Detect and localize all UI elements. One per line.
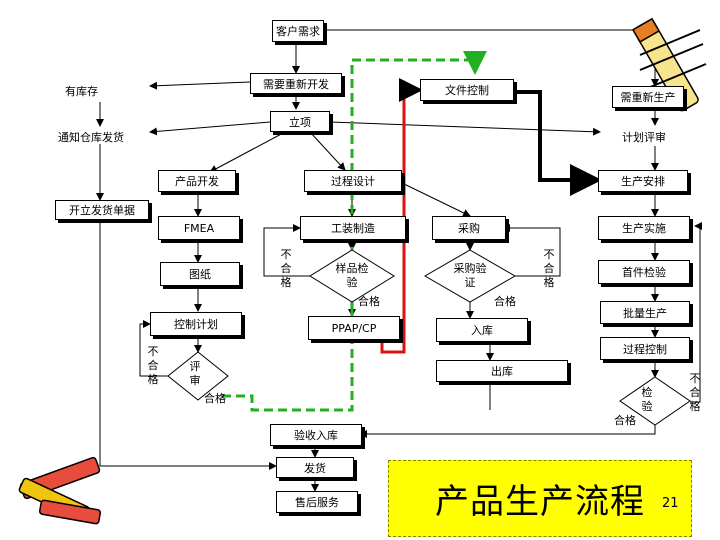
inspection-text: 检验 <box>641 386 653 413</box>
process-control-box: 过程控制 <box>600 337 690 360</box>
accept-warehouse-box: 验收入库 <box>270 424 362 446</box>
pass-label-inspection: 合格 <box>614 414 636 427</box>
after-sales-box: 售后服务 <box>276 491 358 513</box>
review-diamond <box>167 351 229 401</box>
fail-label-sample: 不合格 <box>280 248 292 289</box>
diagram-title: 产品生产流程 <box>435 482 645 522</box>
pass-label-review: 合格 <box>204 392 226 405</box>
notify-warehouse-label: 通知仓库发货 <box>58 131 124 144</box>
fail-label-review: 不合格 <box>147 345 159 386</box>
process-design-box: 过程设计 <box>304 170 402 192</box>
need-new-production-box: 需重新生产 <box>612 86 684 108</box>
fmea-box: FMEA <box>158 216 240 240</box>
production-exec-box: 生产实施 <box>598 216 690 240</box>
need-redevelop-box: 需要重新开发 <box>250 73 342 94</box>
title-banner: 产品生产流程 <box>388 460 692 537</box>
first-article-box: 首件检验 <box>598 260 690 284</box>
production-schedule-box: 生产安排 <box>598 170 688 192</box>
pencil-decoration-bottom-left <box>18 456 102 525</box>
review-text: 评审 <box>189 360 201 387</box>
outbound-box: 出库 <box>436 360 568 382</box>
ppap-box: PPAP/CP <box>308 316 400 340</box>
fail-label-purchase: 不合格 <box>543 248 555 289</box>
tooling-box: 工装制造 <box>300 216 406 240</box>
inventory-label: 有库存 <box>65 85 98 98</box>
sample-test-diamond <box>309 249 395 303</box>
purchase-verify-diamond <box>424 249 516 303</box>
pass-label-purchase: 合格 <box>494 295 516 308</box>
project-setup-box: 立项 <box>270 111 330 132</box>
plan-review-label: 计划评审 <box>622 131 666 144</box>
customer-demand-box: 客户需求 <box>272 20 324 42</box>
product-dev-box: 产品开发 <box>158 170 236 192</box>
pass-label-sample: 合格 <box>358 295 380 308</box>
mass-production-box: 批量生产 <box>600 301 690 324</box>
warehousing-box: 入库 <box>436 318 528 342</box>
page-number: 21 <box>662 496 679 511</box>
drawings-box: 图纸 <box>160 262 240 286</box>
delivery-box: 发货 <box>276 457 354 478</box>
inspection-diamond <box>619 376 691 426</box>
fail-label-inspection: 不合格 <box>689 372 701 413</box>
issue-shipping-order-box: 开立发货单据 <box>55 200 149 220</box>
control-plan-box: 控制计划 <box>150 312 242 336</box>
purchasing-box: 采购 <box>432 216 506 240</box>
purchase-verify-text: 采购验证 <box>453 262 487 289</box>
doc-control-box: 文件控制 <box>420 79 514 101</box>
sample-test-text: 样品检验 <box>335 262 369 289</box>
